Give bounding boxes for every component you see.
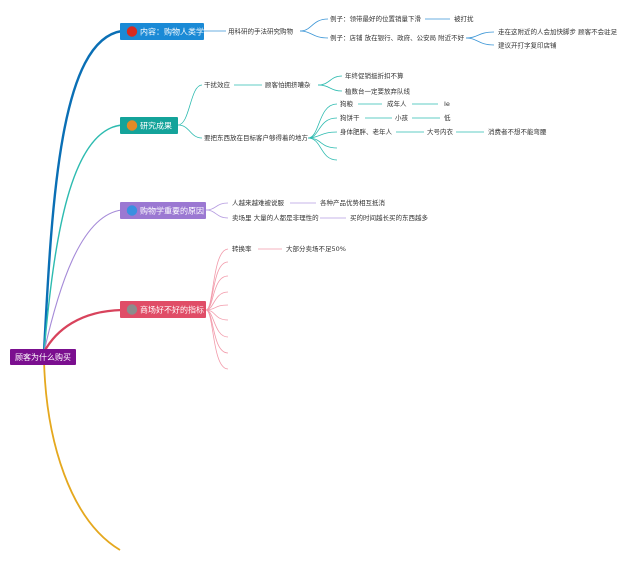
b2-line-a: [177, 84, 203, 126]
b2-node-b[interactable]: 要把东西放在目标客户够得着的地方: [204, 133, 309, 142]
branch-node-1[interactable]: [120, 23, 204, 40]
b3-node-a[interactable]: 人越来越难被说服: [232, 198, 285, 207]
b1-line-a1: [299, 18, 329, 32]
b4-node-a1[interactable]: 大部分卖场不足50%: [286, 244, 346, 253]
b2-node-b1[interactable]: 狗粮: [340, 99, 354, 108]
b1-node-a1[interactable]: 例子：领带最好的位置销量下滑: [330, 14, 422, 23]
branch-line-2: [43, 124, 123, 353]
b4-fan-2: [205, 275, 229, 311]
b2-line-b2: [307, 117, 338, 139]
branch-1-dot-icon: [126, 26, 138, 37]
branch-line-3: [43, 209, 123, 353]
branch-3-dot-icon: [126, 205, 138, 216]
branch-line-1: [42, 29, 123, 353]
b1-line-a2a: [465, 31, 495, 39]
branch-node-3[interactable]: [120, 202, 206, 219]
b2-node-b3a[interactable]: 大号内衣: [427, 127, 454, 136]
b1-node-a2b[interactable]: 建议开打字复印店铺: [498, 41, 557, 50]
b1-node-a[interactable]: 用科研的手法研究购物: [228, 27, 294, 36]
b1-node-a1a[interactable]: 被打扰: [454, 14, 474, 23]
b2-node-b3b[interactable]: 消费者不想不能弯腰: [488, 127, 547, 136]
b4-node-a[interactable]: 转换率: [232, 244, 252, 253]
branch-2-dot-icon: [126, 120, 138, 131]
b4-fan-3: [205, 291, 229, 311]
branch-node-4[interactable]: [120, 301, 206, 318]
branch-line-5: [43, 359, 121, 551]
branch-node-2-label: 研究成果: [140, 121, 172, 131]
b2-line-a1b: [317, 84, 343, 92]
b2-line-a1a: [317, 75, 343, 86]
b3-line-b: [205, 209, 229, 219]
branch-4-dot-icon: [126, 304, 138, 315]
b2-node-a1[interactable]: 顾客怕拥挤嘈杂: [265, 80, 311, 89]
b2-node-b2[interactable]: 狗饼干: [340, 113, 360, 122]
branch-node-4-label: 商场好不好的指标: [140, 305, 204, 315]
b1-line-a2b: [465, 37, 495, 46]
b2-node-b2b[interactable]: 低: [444, 113, 451, 122]
b4-fan-8: [205, 309, 229, 370]
b2-line-b4: [307, 137, 338, 149]
root-node-label: 顾客为什么购买: [15, 352, 71, 362]
b2-line-b1: [307, 103, 338, 139]
b4-line-a: [205, 248, 229, 311]
b2-node-b2a[interactable]: 小孩: [395, 113, 409, 122]
b2-node-a1a[interactable]: 年终促销挺折扣不算: [345, 71, 404, 80]
b2-line-b5: [307, 137, 338, 161]
branch-node-3-label: 购物学重要的原因: [140, 206, 204, 216]
b2-node-b1a[interactable]: 成年人: [387, 99, 407, 108]
b1-node-a2a[interactable]: 走在这附近的人会加快脚步 顾客不会驻足: [498, 27, 618, 36]
b2-node-a1b[interactable]: 植数台一定要放弃队线: [345, 87, 411, 96]
root-node[interactable]: [10, 349, 76, 365]
b3-line-a: [205, 202, 229, 211]
branch-node-1-label: 内容：购物人类学: [140, 27, 204, 37]
b1-line-a2: [299, 30, 329, 39]
b2-node-a[interactable]: 干扰效应: [204, 80, 231, 89]
b2-node-b1b[interactable]: Ie: [444, 100, 450, 108]
branch-line-4: [43, 308, 123, 353]
b2-line-b: [177, 124, 203, 139]
b4-fan-1: [205, 261, 229, 311]
b3-node-b1[interactable]: 买的时间越长买的东西越多: [350, 213, 429, 222]
b1-node-a2[interactable]: 例子：店铺 放在银行、政府、公安局 附近不好: [330, 33, 465, 42]
b2-node-b3[interactable]: 身体肥胖、老年人: [340, 127, 393, 136]
b3-node-a1[interactable]: 各种产品优势相互抵消: [320, 198, 386, 207]
b3-node-b[interactable]: 卖场里 大量的人都是非理性的: [232, 213, 319, 222]
